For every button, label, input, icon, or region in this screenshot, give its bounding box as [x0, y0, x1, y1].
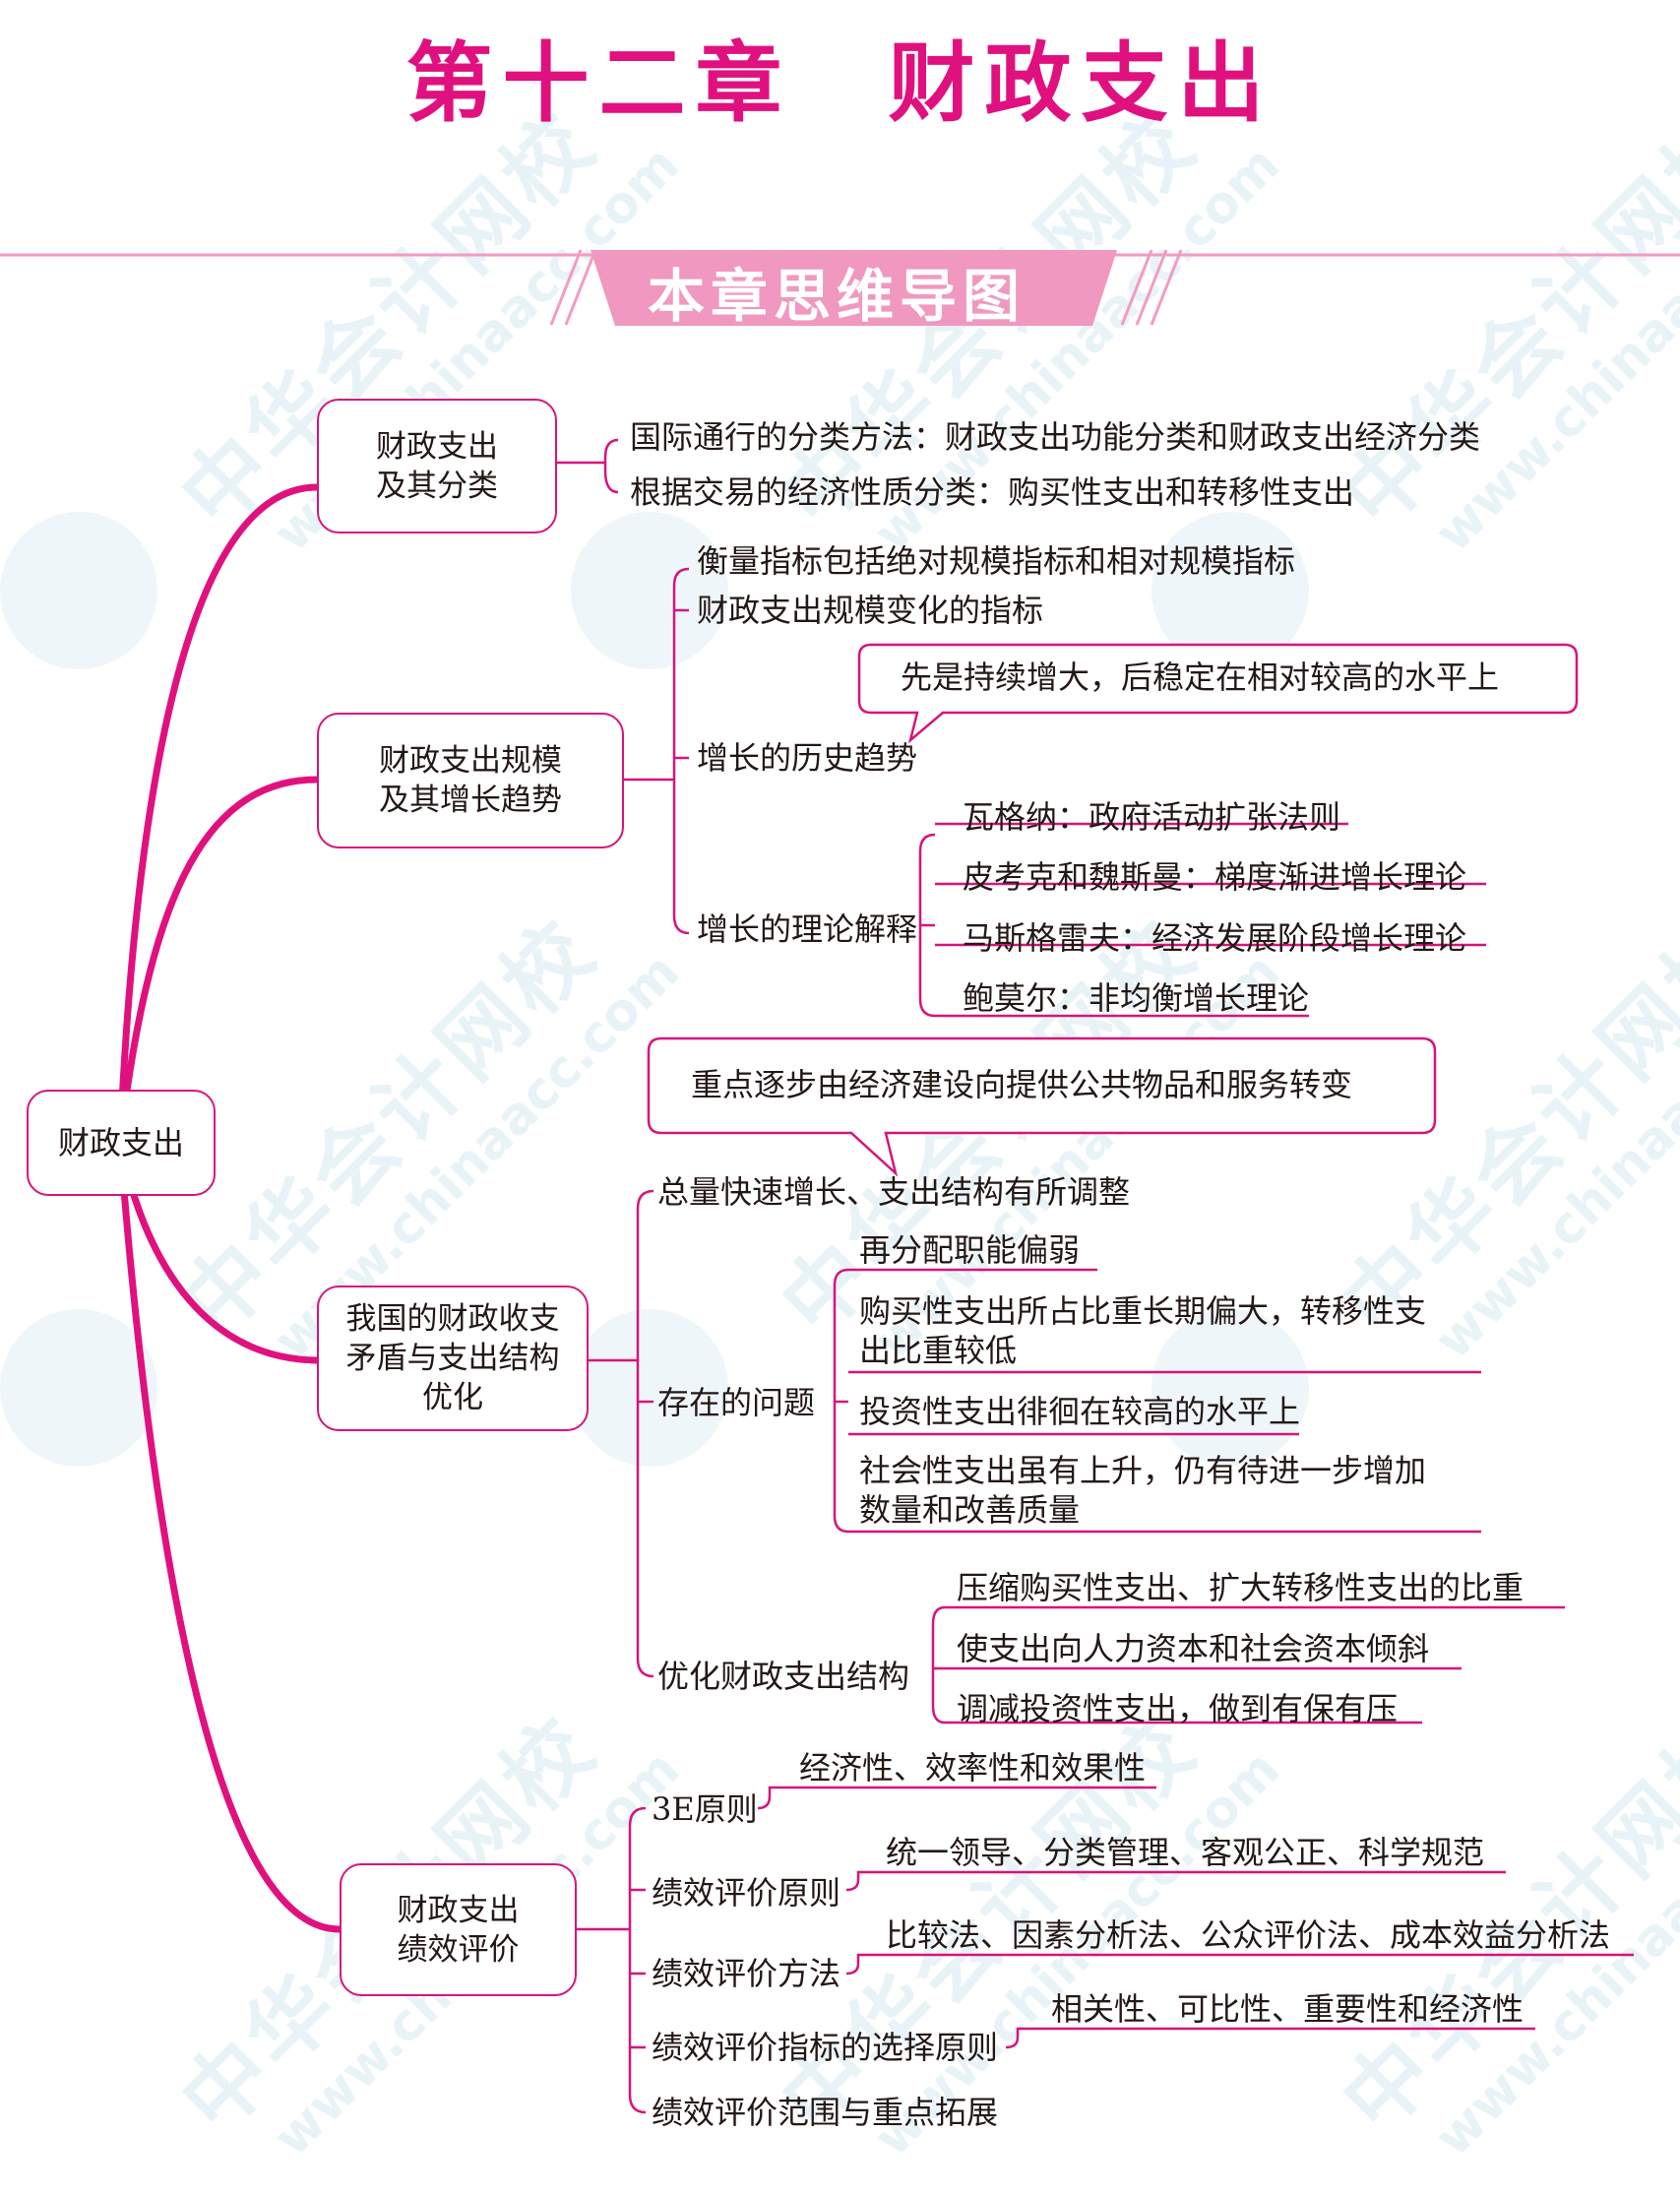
watermark-logo-icon [571, 1309, 728, 1467]
problem-text: 投资性支出徘徊在较高的水平上 [859, 1393, 1301, 1430]
page-title: 第十二章 财政支出 [405, 31, 1275, 134]
optimize-text: 调减投资性支出，做到有保有压 [957, 1690, 1399, 1727]
detail-text: 比较法、因素分析法、公众评价法、成本效益分析法 [886, 1916, 1611, 1954]
leaf-text: 优化财政支出结构 [657, 1658, 910, 1695]
watermark-logo-icon [1151, 512, 1309, 669]
detail-text: 统一领导、分类管理、客观公正、科学规范 [886, 1834, 1485, 1871]
leaf-text: 绩效评价范围与重点拓展 [652, 2094, 999, 2131]
optimize-text: 压缩购买性支出、扩大转移性支出的比重 [957, 1569, 1524, 1606]
branch-node-performance: 财政支出 绩效评价 [340, 1863, 577, 1996]
callout-text: 重点逐步由经济建设向提供公共物品和服务转变 [691, 1066, 1353, 1103]
theory-text: 瓦格纳：政府活动扩张法则 [963, 798, 1341, 836]
theory-text: 马斯格雷夫：经济发展阶段增长理论 [963, 919, 1467, 957]
leaf-text: 增长的理论解释 [697, 910, 918, 948]
leaf-text: 增长的历史趋势 [697, 739, 918, 777]
theory-text: 皮考克和魏斯曼：梯度渐进增长理论 [963, 858, 1467, 896]
section-banner: 本章思维导图 [647, 263, 1026, 330]
connector-lines [0, 249, 1680, 2114]
callout-text: 先是持续增大，后稳定在相对较高的水平上 [901, 659, 1500, 696]
leaf-text: 绩效评价原则 [652, 1874, 841, 1912]
leaf-text: 绩效评价方法 [652, 1955, 841, 1992]
leaf-text: 绩效评价指标的选择原则 [652, 2029, 999, 2066]
leaf-text: 根据交易的经济性质分类：购买性支出和转移性支出 [630, 473, 1355, 511]
problem-text: 购买性支出所占比重长期偏大，转移性支 出比重较低 [859, 1292, 1427, 1369]
branch-node-scale: 财政支出规模 及其增长趋势 [317, 713, 624, 848]
leaf-text: 3E原则 [652, 1790, 758, 1828]
watermark-logo-icon [1151, 1309, 1309, 1467]
callout-outlines [647, 643, 1579, 1177]
leaf-text: 总量快速增长、支出结构有所调整 [657, 1173, 1131, 1211]
leaf-text: 存在的问题 [657, 1384, 816, 1421]
leaf-text: 财政支出规模变化的指标 [697, 592, 1044, 629]
leaf-text: 衡量指标包括绝对规模指标和相对规模指标 [697, 542, 1296, 580]
optimize-text: 使支出向人力资本和社会资本倾斜 [957, 1630, 1430, 1667]
leaf-text: 国际通行的分类方法：财政支出功能分类和财政支出经济分类 [630, 418, 1481, 456]
detail-text: 经济性、效率性和效果性 [799, 1749, 1147, 1787]
watermark-logo-icon [0, 1309, 157, 1467]
watermark-logo-icon [0, 512, 157, 669]
branch-node-structure: 我国的财政收支 矛盾与支出结构 优化 [317, 1286, 589, 1431]
watermark-logo-icon [571, 512, 728, 669]
detail-text: 相关性、可比性、重要性和经济性 [1051, 1990, 1524, 2028]
root-node: 财政支出 [27, 1090, 216, 1196]
branch-node-classification: 财政支出 及其分类 [317, 399, 557, 533]
problem-text: 社会性支出虽有上升，仍有待进一步增加 数量和改善质量 [859, 1452, 1427, 1529]
problem-text: 再分配职能偏弱 [859, 1231, 1081, 1269]
theory-text: 鲍莫尔：非均衡增长理论 [963, 979, 1310, 1017]
